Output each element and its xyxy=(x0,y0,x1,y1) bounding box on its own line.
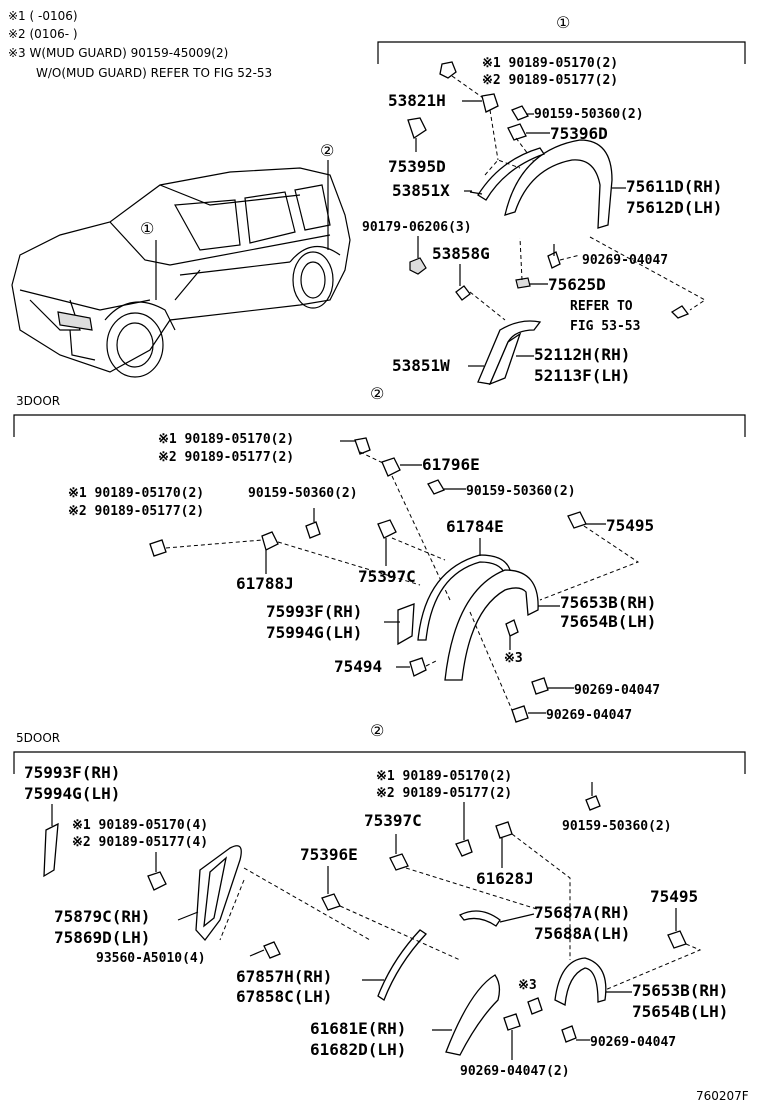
lbl-fig-53-53: FIG 53-53 xyxy=(570,319,640,334)
lbl-5d-75495: 75495 xyxy=(650,887,698,906)
lbl-75494: 75494 xyxy=(334,657,382,676)
lbl-5d-90269-a: 90269-04047 xyxy=(590,1035,676,1050)
lbl-75396e: 75396E xyxy=(300,845,358,864)
lbl-5d-clip-3: ※1 90189-05170(4) xyxy=(72,818,208,833)
lbl-3d-clip-3: ※1 90189-05170(2) xyxy=(68,486,204,501)
lbl-75611d: 75611D(RH) xyxy=(626,177,722,196)
lbl-75688a: 75688A(LH) xyxy=(534,924,630,943)
lbl-67857h: 67857H(RH) xyxy=(236,967,332,986)
legend-note-2: ※2 (0106- ) xyxy=(8,27,78,41)
lbl-90159-50360: 90159-50360(2) xyxy=(534,107,644,122)
section-5door-bracket xyxy=(13,751,746,774)
lbl-75395d: 75395D xyxy=(388,157,446,176)
lbl-61628j: 61628J xyxy=(476,869,534,888)
lbl-61796e: 61796E xyxy=(422,455,480,474)
lbl-93560: 93560-A5010(4) xyxy=(96,951,206,966)
lbl-90269-04047-top: 90269-04047 xyxy=(582,253,668,268)
lbl-75869d: 75869D(LH) xyxy=(54,928,150,947)
lbl-75625d: 75625D xyxy=(548,275,606,294)
lbl-75612d: 75612D(LH) xyxy=(626,198,722,217)
lbl-90179-06206: 90179-06206(3) xyxy=(362,220,472,235)
lbl-75879c: 75879C(RH) xyxy=(54,907,150,926)
lbl-5d-clip-4: ※2 90189-05177(4) xyxy=(72,835,208,850)
lbl-3d-75994g: 75994G(LH) xyxy=(266,623,362,642)
lbl-3d-75653b: 75653B(RH) xyxy=(560,593,656,612)
section-3door-bracket xyxy=(13,414,746,437)
lbl-3d-75495: 75495 xyxy=(606,516,654,535)
lbl-5d-75993f: 75993F(RH) xyxy=(24,763,120,782)
legend-note-1: ※1 ( -0106) xyxy=(8,9,78,23)
lbl-3d-90269-b: 90269-04047 xyxy=(546,708,632,723)
lbl-5d-75654b: 75654B(LH) xyxy=(632,1002,728,1021)
lbl-5d-clip-1: ※1 90189-05170(2) xyxy=(376,769,512,784)
section-1-bracket xyxy=(377,41,746,64)
lbl-3d-clip-2: ※2 90189-05177(2) xyxy=(158,450,294,465)
lbl-5d-clip-2: ※2 90189-05177(2) xyxy=(376,786,512,801)
figure-id: 760207F xyxy=(696,1089,749,1103)
lbl-53851w: 53851W xyxy=(392,356,450,375)
lbl-61682d: 61682D(LH) xyxy=(310,1040,406,1059)
section-3door-title: 3DOOR xyxy=(16,394,60,408)
lbl-3d-clip-4: ※2 90189-05177(2) xyxy=(68,504,204,519)
lbl-5d-75397c: 75397C xyxy=(364,811,422,830)
lbl-5d-75994g: 75994G(LH) xyxy=(24,784,120,803)
callout-1-top: ① xyxy=(556,13,570,32)
lbl-3d-90159-b: 90159-50360(2) xyxy=(466,484,576,499)
legend-note-4: W/O(MUD GUARD) REFER TO FIG 52-53 xyxy=(36,66,272,80)
lbl-53858g: 53858G xyxy=(432,244,490,263)
lbl-3d-75993f: 75993F(RH) xyxy=(266,602,362,621)
lbl-top-clip-1: ※1 90189-05170(2) xyxy=(482,56,618,71)
lbl-53851x: 53851X xyxy=(392,181,450,200)
lbl-3d-clip-1: ※1 90189-05170(2) xyxy=(158,432,294,447)
lbl-75396d: 75396D xyxy=(550,124,608,143)
vehicle-illustration xyxy=(11,160,351,378)
lbl-52113f: 52113F(LH) xyxy=(534,366,630,385)
lbl-3d-note3: ※3 xyxy=(504,651,523,666)
section-5door-parts xyxy=(43,782,702,1056)
callout-1-car: ① xyxy=(140,219,154,238)
lbl-67858c: 67858C(LH) xyxy=(236,987,332,1006)
lbl-top-clip-2: ※2 90189-05177(2) xyxy=(482,73,618,88)
lbl-refer-to: REFER TO xyxy=(570,299,633,314)
section-1-parts xyxy=(407,61,706,386)
lbl-3d-90269-a: 90269-04047 xyxy=(574,683,660,698)
callout-2-5door: ② xyxy=(370,721,384,740)
lbl-5d-90159: 90159-50360(2) xyxy=(562,819,672,834)
lbl-3d-75654b: 75654B(LH) xyxy=(560,612,656,631)
section-5door-title: 5DOOR xyxy=(16,731,60,745)
lbl-52112h: 52112H(RH) xyxy=(534,345,630,364)
lbl-5d-75653b: 75653B(RH) xyxy=(632,981,728,1000)
lbl-5d-note3: ※3 xyxy=(518,978,537,993)
callout-2-car: ② xyxy=(320,141,334,160)
lbl-3d-75397c: 75397C xyxy=(358,567,416,586)
lbl-5d-90269-b: 90269-04047(2) xyxy=(460,1064,570,1079)
callout-2-3door: ② xyxy=(370,384,384,403)
section-3door-parts xyxy=(149,437,640,723)
legend-note-3: ※3 W(MUD GUARD) 90159-45009(2) xyxy=(8,46,228,60)
lbl-3d-90159-a: 90159-50360(2) xyxy=(248,486,358,501)
lbl-61681e: 61681E(RH) xyxy=(310,1019,406,1038)
lbl-61784e: 61784E xyxy=(446,517,504,536)
lbl-75687a: 75687A(RH) xyxy=(534,903,630,922)
lbl-61788j: 61788J xyxy=(236,574,294,593)
lbl-53821h: 53821H xyxy=(388,91,446,110)
